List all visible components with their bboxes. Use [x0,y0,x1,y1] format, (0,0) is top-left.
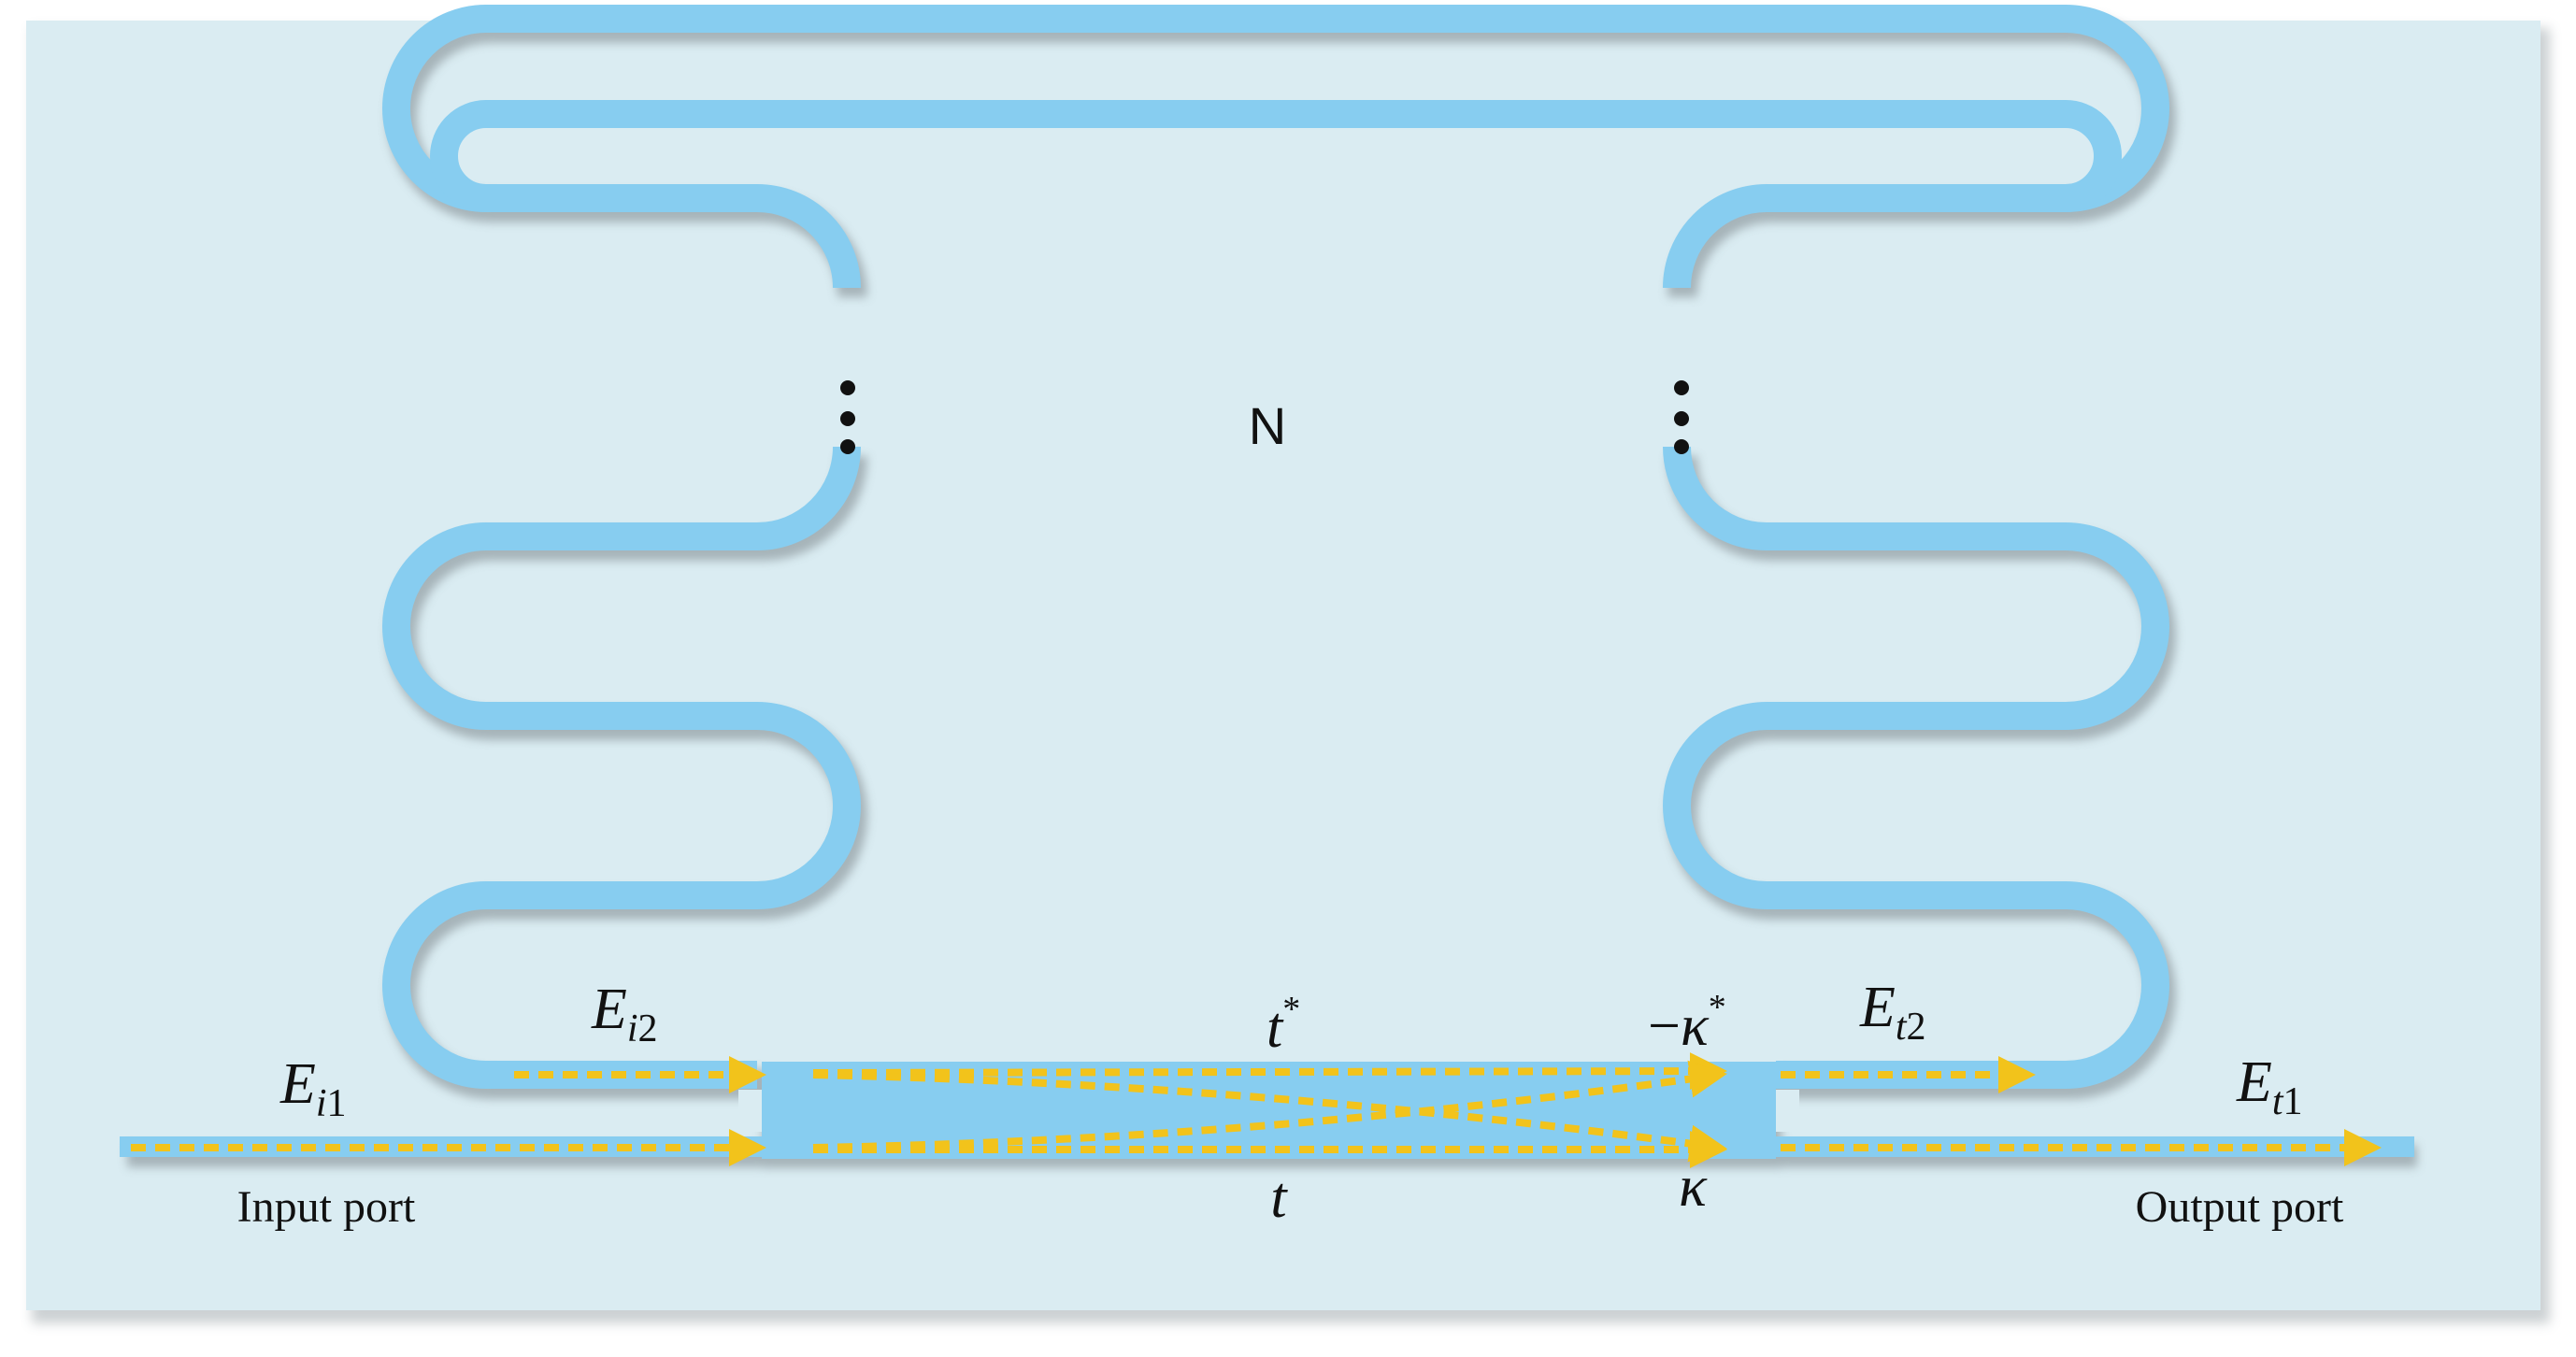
output-port-label: Output port [2136,1182,2344,1232]
t-conj-label: t* [1267,990,1300,1060]
e-t2-label: Et2 [1859,976,1926,1049]
waveguides [120,5,2414,1159]
left-ellipsis-vertical-ellipsis-icon [840,380,855,454]
e-i2-label: Ei2 [591,978,658,1050]
top-loop-cover [430,100,2122,212]
loop-waveguide [382,5,2169,1089]
kappa-label: κ [1679,1155,1708,1219]
loop-count-label: N [1249,396,1286,455]
coupler-left-notch [738,1090,762,1132]
cross-kappa-path [812,1071,1727,1163]
e-t1-label: Et1 [2236,1050,2303,1123]
e-i1-label: Ei1 [279,1052,347,1125]
right-ellipsis-vertical-ellipsis-icon [1674,380,1689,454]
cross-minus-kappa-path [812,1060,1727,1151]
light-paths [131,1052,2382,1168]
t-conj-path [812,1052,1727,1091]
minus-kappa-conj-label: −κ* [1648,988,1726,1058]
coupler-right-notch [1776,1090,1799,1132]
input-port-label: Input port [237,1182,416,1232]
t-label: t [1270,1166,1288,1230]
bus-waveguide [120,1136,2414,1157]
